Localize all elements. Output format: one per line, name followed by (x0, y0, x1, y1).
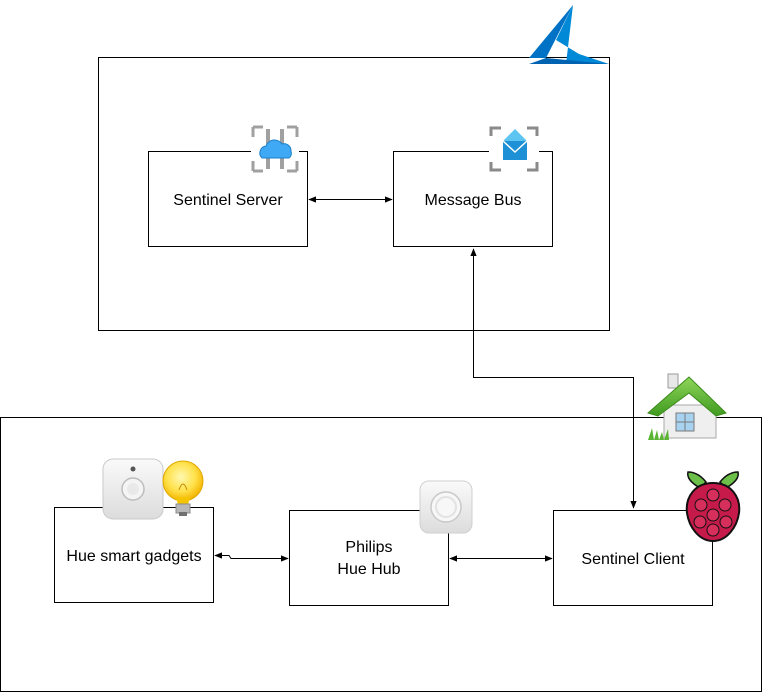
cloud-service-icon (251, 125, 299, 173)
message-bus-label: Message Bus (425, 192, 522, 209)
bus-client-connector (470, 248, 637, 509)
motion-sensor-icon (102, 458, 164, 520)
raspberry-pi-icon (685, 471, 741, 543)
cloud-container (98, 57, 610, 331)
service-bus-queue-icon (489, 126, 539, 172)
sentinel-client-node: Sentinel Client (553, 510, 713, 606)
hue-gadgets-label: Hue smart gadgets (66, 548, 201, 565)
light-bulb-icon (162, 460, 204, 516)
gadgets-hub-connector (214, 552, 289, 562)
hue-gadgets-node: Hue smart gadgets (54, 507, 214, 603)
sentinel-server-node: Sentinel Server (148, 151, 308, 247)
hue-hub-label-line2: Hue Hub (337, 561, 400, 578)
hue-bridge-icon (419, 480, 473, 534)
hue-hub-label-line1: Philips (345, 539, 392, 556)
sentinel-client-label: Sentinel Client (581, 551, 685, 568)
sentinel-server-label: Sentinel Server (173, 192, 283, 209)
house-icon (646, 373, 727, 440)
azure-logo-icon (529, 5, 609, 64)
